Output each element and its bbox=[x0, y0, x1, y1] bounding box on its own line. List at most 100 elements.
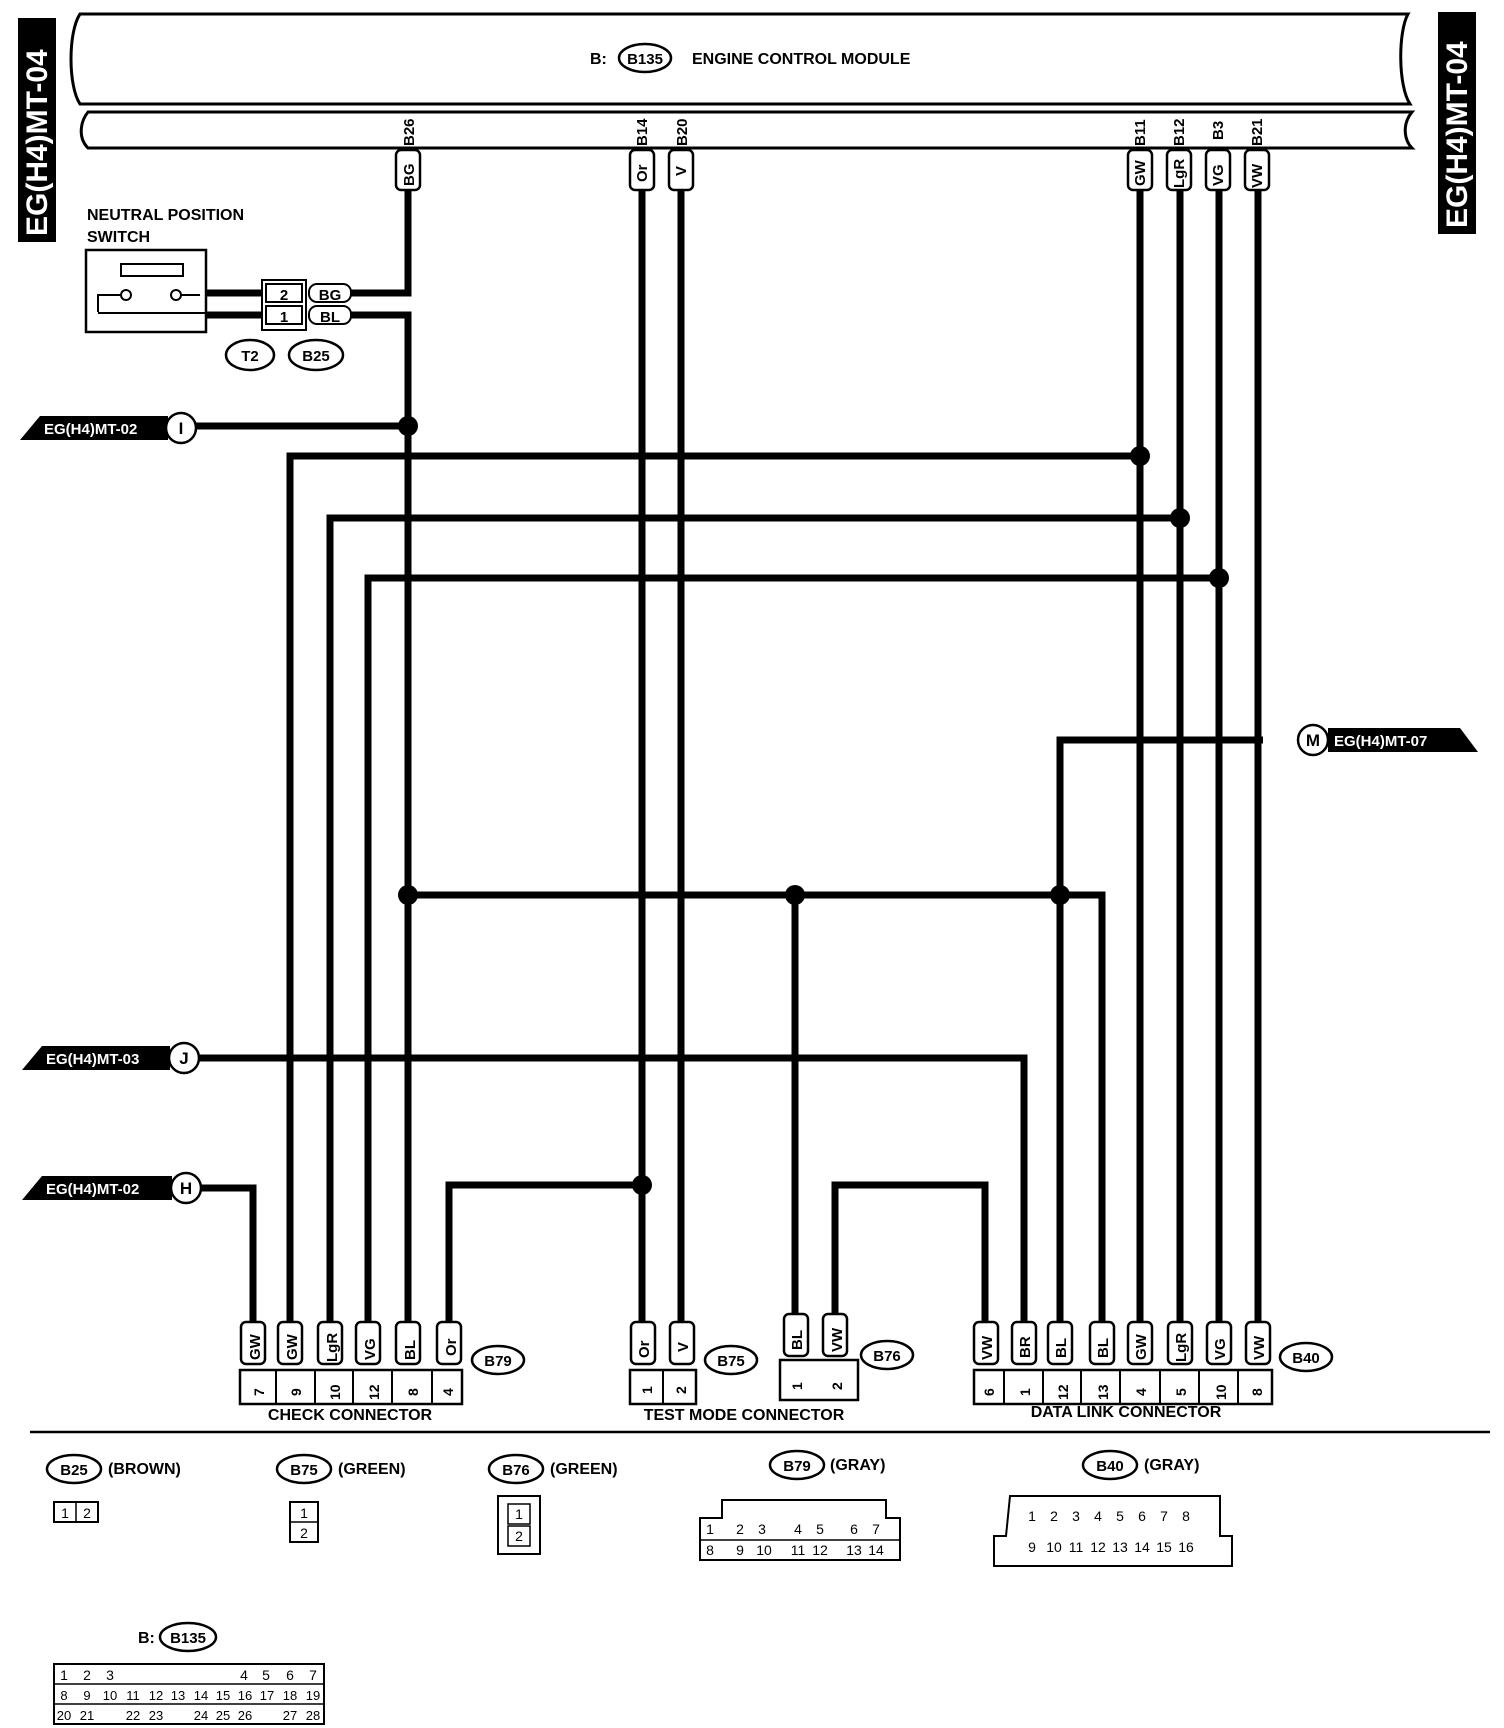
svg-text:B40: B40 bbox=[1096, 1458, 1124, 1475]
svg-text:14: 14 bbox=[1134, 1539, 1150, 1555]
ecm-connector-id: B135 bbox=[627, 51, 663, 68]
svg-text:6: 6 bbox=[1138, 1508, 1146, 1524]
svg-text:8: 8 bbox=[405, 1388, 421, 1396]
svg-text:2: 2 bbox=[280, 287, 288, 304]
svg-text:(GRAY): (GRAY) bbox=[830, 1457, 885, 1474]
svg-text:8: 8 bbox=[1182, 1508, 1190, 1524]
svg-text:1: 1 bbox=[61, 1505, 69, 1521]
svg-text:V: V bbox=[675, 1342, 692, 1352]
svg-text:VW: VW bbox=[829, 1327, 846, 1352]
svg-text:SWITCH: SWITCH bbox=[87, 229, 150, 246]
svg-text:LgR: LgR bbox=[1171, 159, 1188, 188]
svg-text:2: 2 bbox=[83, 1505, 91, 1521]
svg-text:9: 9 bbox=[1028, 1539, 1036, 1555]
svg-text:2: 2 bbox=[515, 1528, 523, 1544]
svg-text:6: 6 bbox=[981, 1388, 997, 1396]
svg-text:25: 25 bbox=[216, 1708, 230, 1723]
svg-text:22: 22 bbox=[126, 1708, 140, 1723]
svg-text:5: 5 bbox=[816, 1521, 824, 1537]
svg-text:B76: B76 bbox=[873, 1348, 901, 1365]
svg-text:Or: Or bbox=[634, 164, 651, 182]
test-mode-connector: Or V 1 2 B75 TEST MODE CONNECTOR bbox=[628, 1320, 845, 1424]
svg-text:10: 10 bbox=[756, 1542, 772, 1558]
svg-text:GW: GW bbox=[247, 1333, 264, 1360]
svg-text:B12: B12 bbox=[1171, 118, 1188, 146]
svg-text:20: 20 bbox=[57, 1708, 71, 1723]
svg-text:3: 3 bbox=[106, 1667, 114, 1683]
offpage-mt07-m: M EG(H4)MT-07 bbox=[1296, 723, 1478, 757]
offpage-mt03-j: EG(H4)MT-03 J bbox=[22, 1041, 201, 1075]
svg-text:M: M bbox=[1306, 731, 1320, 750]
svg-text:12: 12 bbox=[366, 1384, 382, 1400]
svg-text:Or: Or bbox=[443, 1338, 460, 1356]
svg-text:8: 8 bbox=[706, 1542, 714, 1558]
svg-text:(GREEN): (GREEN) bbox=[550, 1461, 618, 1478]
svg-text:1: 1 bbox=[639, 1386, 655, 1394]
svg-text:4: 4 bbox=[440, 1388, 456, 1396]
svg-text:BL: BL bbox=[1053, 1338, 1070, 1358]
svg-text:7: 7 bbox=[1160, 1508, 1168, 1524]
svg-text:BL: BL bbox=[402, 1340, 419, 1360]
svg-text:VW: VW bbox=[979, 1335, 996, 1360]
svg-text:GW: GW bbox=[1133, 1333, 1150, 1360]
neutral-position-switch: NEUTRAL POSITION SWITCH 2 1 BG BL T2 B25 bbox=[84, 207, 352, 372]
svg-text:8: 8 bbox=[60, 1688, 67, 1703]
legend-b135: B: B135 1 2 3 4 5 6 7 8 9 10 11 12 13 14… bbox=[53, 1621, 325, 1725]
svg-text:1: 1 bbox=[706, 1521, 714, 1537]
ecm-pin-b20: B20 V bbox=[667, 118, 695, 192]
svg-text:19: 19 bbox=[306, 1688, 320, 1703]
svg-text:9: 9 bbox=[736, 1542, 744, 1558]
ecm-prefix: B: bbox=[590, 51, 607, 68]
svg-text:16: 16 bbox=[1178, 1539, 1194, 1555]
svg-text:NEUTRAL POSITION: NEUTRAL POSITION bbox=[87, 207, 244, 224]
legend-b25: B25 (BROWN) 1 2 bbox=[45, 1453, 181, 1523]
connector-t2: T2 bbox=[241, 348, 259, 365]
svg-text:14: 14 bbox=[868, 1542, 884, 1558]
svg-text:(GREEN): (GREEN) bbox=[338, 1461, 406, 1478]
svg-text:8: 8 bbox=[1249, 1388, 1265, 1396]
svg-text:VW: VW bbox=[1251, 1335, 1268, 1360]
svg-text:CHECK CONNECTOR: CHECK CONNECTOR bbox=[268, 1407, 433, 1424]
svg-text:3: 3 bbox=[758, 1521, 766, 1537]
svg-text:2: 2 bbox=[1050, 1508, 1058, 1524]
svg-text:11: 11 bbox=[791, 1542, 806, 1558]
ecm-pin-b26: B26 BG bbox=[394, 118, 422, 192]
page-code-left-text: EG(H4)MT-04 bbox=[21, 49, 54, 236]
svg-text:B40: B40 bbox=[1292, 1350, 1320, 1367]
svg-text:(BROWN): (BROWN) bbox=[108, 1461, 181, 1478]
svg-text:B135: B135 bbox=[170, 1630, 206, 1647]
check-connector: GW GW LgR VG BL Or 7 9 10 12 8 4 B79 CHE… bbox=[238, 1320, 526, 1424]
svg-text:13: 13 bbox=[171, 1688, 185, 1703]
svg-text:10: 10 bbox=[1046, 1539, 1062, 1555]
ecm-pin-b14: B14 Or bbox=[628, 118, 656, 192]
svg-text:1: 1 bbox=[300, 1505, 308, 1521]
legend-b75: B75 (GREEN) 1 2 bbox=[275, 1453, 406, 1543]
svg-text:BG: BG bbox=[319, 287, 342, 304]
svg-text:B79: B79 bbox=[783, 1458, 811, 1475]
svg-text:9: 9 bbox=[288, 1388, 304, 1396]
svg-text:BR: BR bbox=[1017, 1336, 1034, 1358]
svg-text:4: 4 bbox=[794, 1521, 802, 1537]
svg-text:4: 4 bbox=[1094, 1508, 1102, 1524]
svg-text:13: 13 bbox=[846, 1542, 862, 1558]
legend-b40: B40 (GRAY) 1 2 3 4 5 6 7 8 9 10 11 12 13… bbox=[993, 1449, 1233, 1567]
svg-text:1: 1 bbox=[1028, 1508, 1036, 1524]
svg-text:(GRAY): (GRAY) bbox=[1144, 1457, 1199, 1474]
svg-text:18: 18 bbox=[283, 1688, 297, 1703]
junctions bbox=[398, 416, 1229, 1195]
svg-text:14: 14 bbox=[194, 1688, 208, 1703]
b76-connector: BL VW 1 2 B76 bbox=[778, 1312, 915, 1402]
svg-text:B20: B20 bbox=[674, 118, 691, 146]
svg-text:EG(H4)MT-03: EG(H4)MT-03 bbox=[46, 1051, 139, 1068]
svg-text:B26: B26 bbox=[401, 118, 418, 146]
svg-text:5: 5 bbox=[1116, 1508, 1124, 1524]
svg-text:TEST MODE CONNECTOR: TEST MODE CONNECTOR bbox=[644, 1407, 845, 1424]
svg-text:11: 11 bbox=[126, 1688, 140, 1703]
svg-text:GW: GW bbox=[1132, 159, 1149, 186]
svg-text:LgR: LgR bbox=[324, 1333, 341, 1362]
svg-text:B79: B79 bbox=[484, 1353, 512, 1370]
svg-text:DATA LINK CONNECTOR: DATA LINK CONNECTOR bbox=[1031, 1404, 1222, 1421]
svg-text:17: 17 bbox=[260, 1688, 274, 1703]
svg-text:7: 7 bbox=[251, 1388, 267, 1396]
